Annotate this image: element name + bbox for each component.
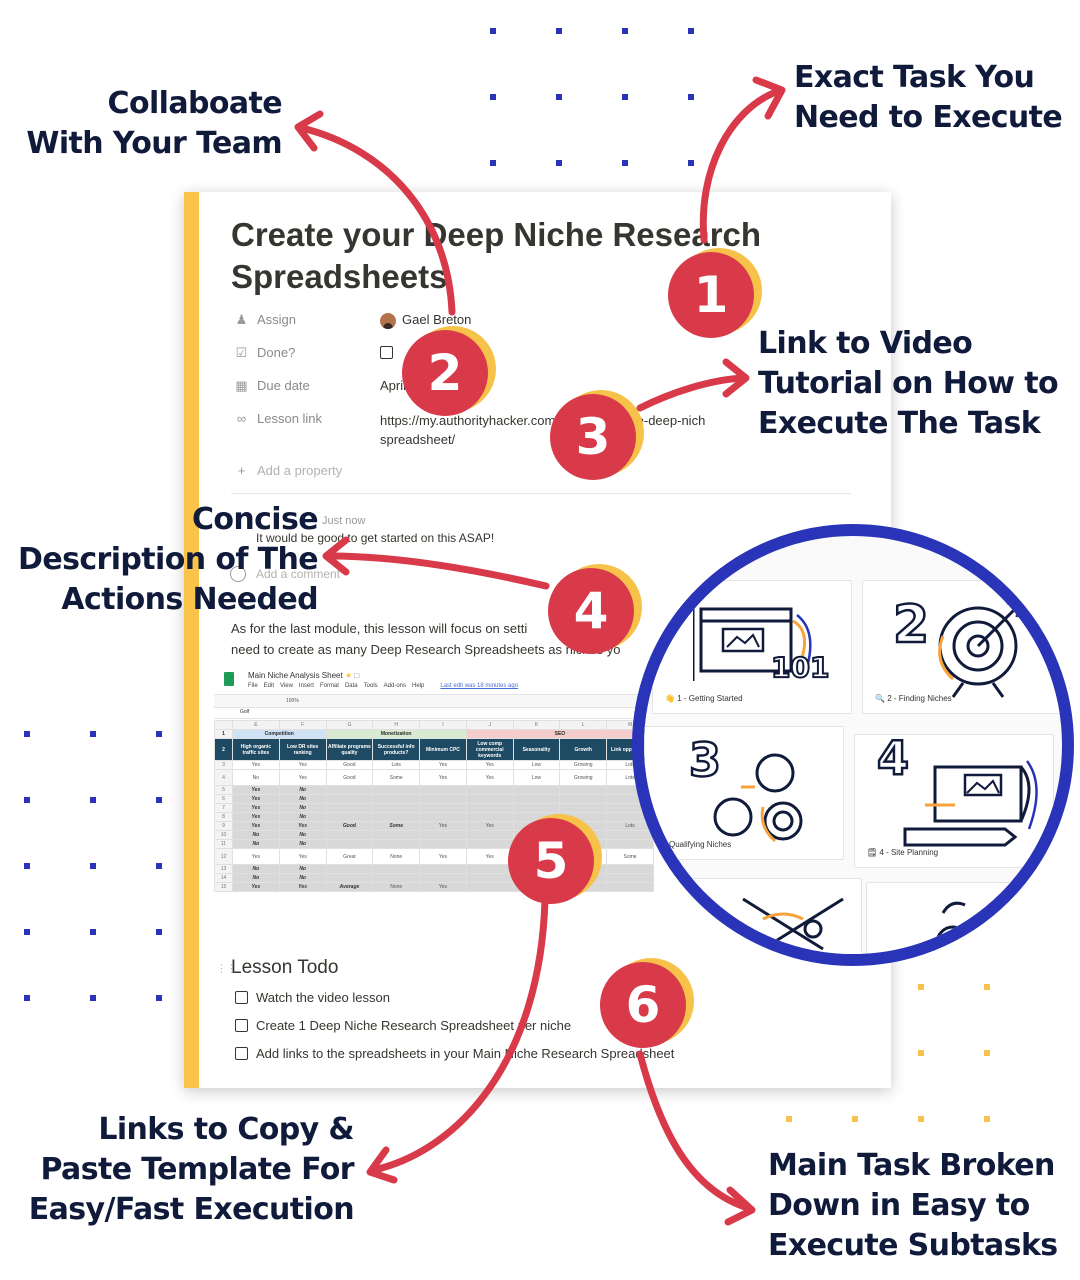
sheet-toolbar: 100% xyxy=(214,694,654,708)
module-label: Qualifying Niches xyxy=(669,840,732,849)
lesson-description: As for the last module, this lesson will… xyxy=(231,621,626,657)
task-page-card: Create your Deep Niche Research Spreadsh… xyxy=(184,192,891,1088)
comment-text: It would be good to get started on this … xyxy=(256,531,495,545)
badge-1: 1 xyxy=(668,248,762,338)
site-planning-icon xyxy=(903,760,1038,847)
sheets-logo-icon xyxy=(224,672,234,686)
checkbox-icon: ☑ xyxy=(235,344,248,360)
due-date-value[interactable]: April xyxy=(380,378,407,393)
badge-6: 6 xyxy=(600,958,694,1048)
calendar-icon: ▦ xyxy=(235,377,248,393)
assignee-value[interactable]: Gael Breton xyxy=(380,312,471,329)
module-label: 🗒 4 - Site Planning xyxy=(867,848,939,857)
module-tile-site-planning[interactable]: 4 🗒 4 - Site Planning xyxy=(854,730,1054,868)
row-number: 12 xyxy=(214,848,233,865)
formula-bar: Golf xyxy=(214,709,654,719)
divider xyxy=(231,493,851,494)
todo-checkbox[interactable] xyxy=(235,1019,248,1032)
column-header[interactable]: Affiliate programs quality xyxy=(325,738,374,761)
todo-title: Lesson Todo xyxy=(231,957,339,978)
module-tile-5[interactable] xyxy=(662,878,862,954)
todo-item[interactable]: Create 1 Deep Niche Research Spreadsheet… xyxy=(235,1018,571,1033)
column-header[interactable]: Low comp commercial keywords xyxy=(465,738,514,761)
star-icon: ★ xyxy=(344,671,353,680)
card-accent-bar xyxy=(184,192,199,1088)
todo-item[interactable]: Watch the video lesson xyxy=(235,990,390,1005)
people-icon: ♟ xyxy=(235,311,248,327)
column-header[interactable]: Low DR sites ranking xyxy=(278,738,327,761)
module-4-digits: 4 xyxy=(876,730,911,787)
property-done: ☑ Done? xyxy=(235,344,296,361)
add-property-button[interactable]: + Add a property xyxy=(234,463,343,478)
module-label: 👋 1 - Getting Started xyxy=(665,694,743,703)
sheet-title: Main Niche Analysis Sheet xyxy=(248,671,343,680)
property-due-date: ▦ Due date xyxy=(235,377,310,394)
comment-avatar-icon xyxy=(230,566,246,582)
property-assign[interactable]: ♟ Assign xyxy=(235,311,297,328)
module-3-digits: 3 xyxy=(688,732,723,789)
module-5-icon xyxy=(742,897,844,951)
module-tile-6[interactable] xyxy=(866,882,1062,954)
module-1-digits: 101 xyxy=(770,650,830,685)
plus-icon: + xyxy=(237,463,246,478)
module-2-digits: 2 xyxy=(892,594,931,657)
badge-5: 5 xyxy=(508,814,602,904)
column-header[interactable]: Seasonality xyxy=(512,738,561,761)
avatar xyxy=(380,312,396,329)
module-label: 🔍 2 - Finding Niches xyxy=(875,694,952,703)
drag-handle-icon[interactable]: ⋮⋮ xyxy=(216,963,237,975)
property-lesson-link: ∞ Lesson link xyxy=(234,411,322,426)
row-number: 4 xyxy=(214,769,233,786)
module-6-icon xyxy=(935,901,1033,954)
todo-checkbox[interactable] xyxy=(235,1047,248,1060)
badge-2: 2 xyxy=(402,326,496,416)
badge-3: 3 xyxy=(550,390,644,480)
badge-4: 4 xyxy=(548,564,642,654)
comment-time: Just now xyxy=(322,515,366,527)
row-number: 15 xyxy=(214,882,233,892)
module-tile-qualifying-niches[interactable]: 3 Qualifying Niches xyxy=(644,726,844,860)
column-header[interactable]: Growth xyxy=(559,738,608,761)
folder-icon: □ xyxy=(354,671,360,680)
getting-started-icon xyxy=(693,597,812,681)
module-tile-finding-niches[interactable]: 2 🔍 2 - Finding Niches xyxy=(862,580,1062,714)
link-icon: ∞ xyxy=(236,411,247,426)
qualifying-niches-icon xyxy=(713,753,803,843)
column-header[interactable]: Successful info products? xyxy=(372,738,421,761)
page-title: Create your Deep Niche Research Spreadsh… xyxy=(231,216,762,295)
table-cell[interactable] xyxy=(606,882,654,892)
done-checkbox[interactable] xyxy=(380,346,393,362)
finding-niches-icon xyxy=(938,601,1021,698)
module-tile-getting-started[interactable]: 101 👋 1 - Getting Started xyxy=(652,580,852,714)
add-comment-input[interactable]: Add a comment xyxy=(230,566,340,582)
column-header[interactable]: Minimum CPC xyxy=(419,738,467,761)
todo-item[interactable]: Add links to the spreadsheets in your Ma… xyxy=(235,1046,674,1061)
todo-checkbox[interactable] xyxy=(235,991,248,1004)
